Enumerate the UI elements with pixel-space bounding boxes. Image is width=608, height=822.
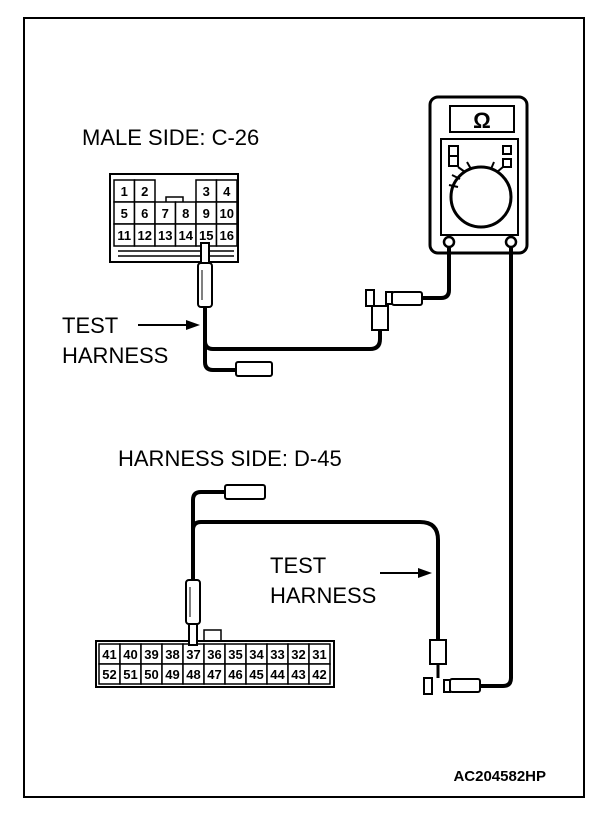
pin-cavity	[215, 223, 238, 247]
pin-number: 7	[162, 206, 169, 221]
pin-number: 16	[220, 228, 234, 243]
test-harness-top-line1: TEST	[62, 313, 118, 338]
pin-number: 14	[179, 228, 194, 243]
meter-probe-bottom	[449, 678, 481, 693]
harness-probe-boot	[197, 262, 213, 308]
harness-side-label: HARNESS SIDE: D-45	[118, 446, 342, 471]
pin-number: 35	[228, 647, 242, 662]
harness-wire-top-branch	[203, 340, 236, 372]
pin-number: 4	[223, 184, 231, 199]
harness-plug-bottom	[224, 484, 266, 500]
pin-number: 38	[165, 647, 179, 662]
harness-wire-top	[203, 307, 382, 351]
connector-d45: 41 40 39 38 37 36 35 34 33 32 31 52 51 50 49 48 47 46 45 44…	[95, 629, 335, 688]
pin-number: 11	[117, 228, 131, 243]
test-harness-top	[197, 242, 423, 377]
figure-frame	[23, 17, 585, 798]
male-side-label: MALE SIDE: C-26	[82, 125, 259, 150]
pin-number: 45	[249, 667, 263, 682]
pin-number: 8	[182, 206, 189, 221]
pin-number: 5	[121, 206, 128, 221]
pin-number: 1	[121, 184, 128, 199]
pin-number: 3	[203, 184, 210, 199]
connector-c26-key	[165, 196, 184, 205]
pin-number: 46	[228, 667, 242, 682]
harness-probe-pin	[200, 242, 210, 264]
pin-cavity	[308, 663, 331, 685]
pin-number: 47	[207, 667, 221, 682]
harness-wire-bottom-upper	[191, 490, 225, 580]
pin-number: 52	[102, 667, 116, 682]
test-harness-bottom-line2: HARNESS	[270, 583, 376, 608]
pin-number: 9	[203, 206, 210, 221]
test-harness-bottom	[185, 484, 481, 695]
meter-jack-com	[442, 235, 456, 249]
meter-lead-ohm	[479, 247, 513, 688]
harness-alligator-clip-bottom	[429, 639, 447, 665]
pin-number: 15	[199, 228, 213, 243]
pin-number: 39	[144, 647, 158, 662]
pin-number: 34	[249, 647, 264, 662]
pin-number: 10	[220, 206, 234, 221]
meter-button-1	[502, 145, 512, 155]
connector-d45-key	[203, 629, 222, 641]
meter-display	[449, 105, 515, 133]
pin-number: 41	[102, 647, 116, 662]
harness-wire-bottom-main	[191, 520, 440, 640]
meter-lead-com	[421, 247, 451, 300]
harness-probe-boot-bottom	[185, 579, 201, 625]
meter-dial	[449, 165, 513, 229]
test-harness-top-line2: HARNESS	[62, 343, 168, 368]
pin-number: 33	[270, 647, 284, 662]
dial-tick-marks	[448, 161, 504, 188]
pin-number: 50	[144, 667, 158, 682]
harness-alligator-clip-top	[371, 305, 389, 331]
arrow-test-harness-top	[138, 320, 200, 330]
meter-jack-ohm	[504, 235, 518, 249]
pin-number: 13	[158, 228, 172, 243]
meter-button-2	[502, 158, 512, 168]
pin-number: 49	[165, 667, 179, 682]
pin-number: 44	[270, 667, 285, 682]
ohm-symbol: Ω	[473, 108, 491, 133]
pin-number: 48	[186, 667, 200, 682]
pin-number: 2	[141, 184, 148, 199]
harness-probe-pin-bottom	[188, 622, 198, 646]
pin-number: 31	[312, 647, 326, 662]
pin-number: 36	[207, 647, 221, 662]
pin-number: 42	[312, 667, 326, 682]
ohmmeter: Ω	[428, 95, 529, 255]
pin-number: 12	[138, 228, 152, 243]
pin-number: 37	[186, 647, 200, 662]
harness-plug-top	[235, 361, 273, 377]
pin-number: 51	[123, 667, 137, 682]
pin-number: 6	[141, 206, 148, 221]
test-harness-bottom-line1: TEST	[270, 553, 326, 578]
meter-probe-top	[391, 291, 423, 306]
figure-code: AC204582HP	[453, 768, 546, 785]
pin-number: 43	[291, 667, 305, 682]
pin-number: 40	[123, 647, 137, 662]
pin-number: 32	[291, 647, 305, 662]
arrow-test-harness-bottom	[380, 568, 432, 578]
